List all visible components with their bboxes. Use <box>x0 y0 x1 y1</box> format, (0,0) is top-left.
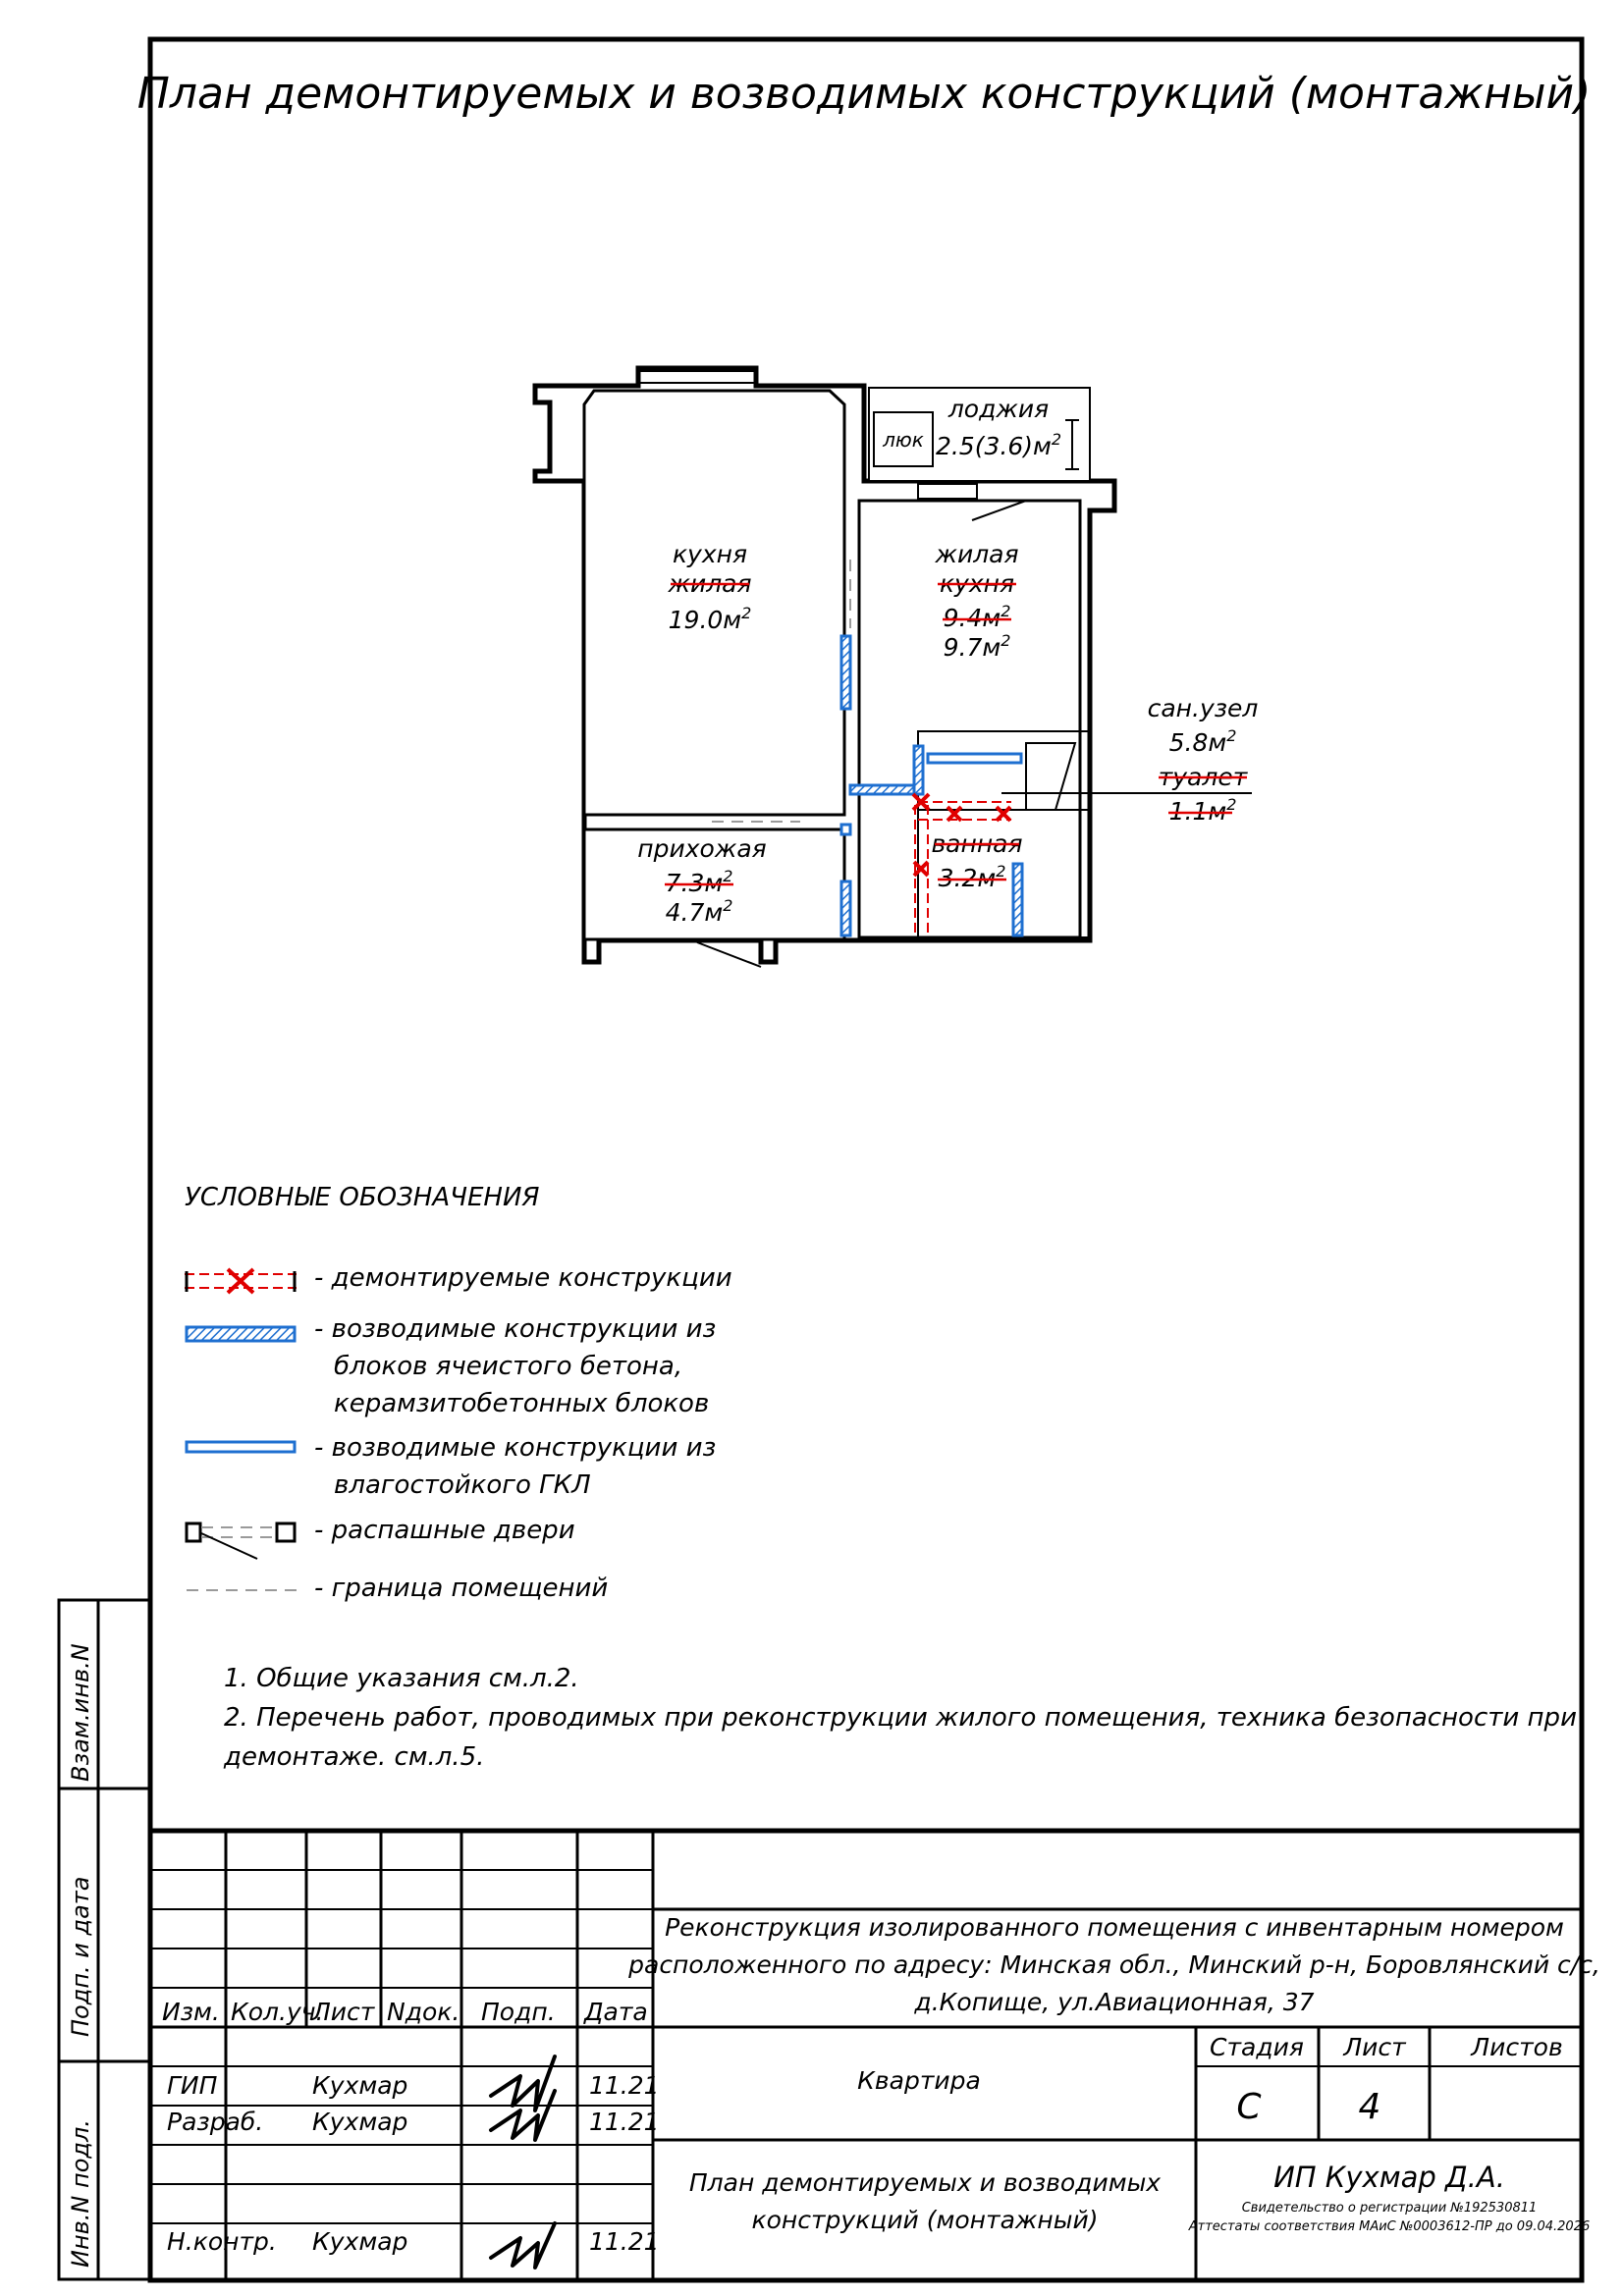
living-old-area: 9.4м2 <box>944 602 1011 632</box>
hall-name: прихожая <box>637 834 766 863</box>
side-stamp-3: Инв.N подл. <box>67 2119 94 2268</box>
hatch-label: люк <box>882 428 924 452</box>
tb-date-3: 11.21 <box>589 2227 660 2256</box>
tb-name-2: Кухмар <box>312 2108 407 2136</box>
legend-text-2a: - возводимые конструкции из <box>314 1314 716 1344</box>
tb-header-change: Изм. <box>162 1998 220 2026</box>
project-line-2: расположенного по адресу: Минская обл., … <box>627 1950 1600 1979</box>
erected-aerated-block-2 <box>848 783 916 796</box>
tb-header-date: Дата <box>583 1998 648 2026</box>
legend-symbol-aerated <box>185 1325 297 1343</box>
page-title: План демонтируемых и возводимых конструк… <box>137 69 1592 119</box>
erected-aerated-block-5 <box>1011 862 1024 937</box>
note-1: 1. Общие указания см.л.2. <box>224 1664 579 1693</box>
hall-old-area: 7.3м2 <box>666 867 733 897</box>
tb-header-sheet: Лист <box>311 1998 376 2026</box>
note-2: 2. Перечень работ, проводимых при реконс… <box>224 1703 1577 1733</box>
note-3: демонтаже. см.л.5. <box>223 1742 484 1772</box>
legend-text-3a: - возводимые конструкции из <box>314 1433 716 1463</box>
side-stamp-1: Взам.инв.N <box>67 1643 94 1782</box>
erected-gkl-1 <box>926 752 1023 765</box>
legend-text-3b: влагостойкого ГКЛ <box>334 1470 591 1500</box>
toilet-old-area: 1.1м2 <box>1169 795 1237 826</box>
loggia-window <box>917 483 978 500</box>
erected-aerated-block-3 <box>912 744 925 796</box>
stage-label: Стадия <box>1210 2033 1304 2061</box>
project-line-3: д.Копище, ул.Авиационная, 37 <box>913 1988 1314 2016</box>
sheet-value: 4 <box>1359 2087 1381 2127</box>
loggia-area: 2.5(3.6)м2 <box>936 430 1061 460</box>
signature-1 <box>489 2055 557 2112</box>
sheets-label: Листов <box>1470 2033 1562 2061</box>
tb-role-2: Разраб. <box>167 2108 263 2136</box>
stage-value: С <box>1236 2087 1262 2127</box>
company-name: ИП Кухмар Д.А. <box>1273 2161 1505 2194</box>
tb-date-1: 11.21 <box>589 2071 660 2100</box>
living-name: жилая <box>934 540 1018 568</box>
loggia-door-swing <box>971 500 1027 521</box>
floor-plan: лоджия 2.5(3.6)м2 люк кухня жилая 19.0м2… <box>532 365 1259 968</box>
bathroom-shaft <box>1025 742 1077 811</box>
kitchen-name: кухня <box>673 540 747 568</box>
demolition-cross-2 <box>946 805 963 823</box>
legend-text-5: - граница помещений <box>314 1574 608 1603</box>
entrance-door-swing <box>696 941 762 968</box>
demolition-cross-3 <box>995 805 1012 823</box>
tb-header-count: Кол.уч. <box>231 1998 323 2026</box>
tb-name-3: Кухмар <box>312 2227 407 2256</box>
drawing-title-2: конструкций (монтажный) <box>751 2206 1098 2234</box>
legend: УСЛОВНЫЕ ОБОЗНАЧЕНИЯ - демонтируемые кон… <box>185 1183 732 1603</box>
side-stamp-2: Подп. и дата <box>67 1877 94 2038</box>
tb-date-2: 11.21 <box>589 2108 660 2136</box>
hatch-box <box>873 411 934 467</box>
notes: 1. Общие указания см.л.2. 2. Перечень ра… <box>223 1664 1577 1772</box>
project-line-1: Реконструкция изолированного помещения с… <box>665 1913 1564 1942</box>
bathroom-area: 5.8м2 <box>1169 726 1237 757</box>
window <box>637 370 757 384</box>
legend-heading: УСЛОВНЫЕ ОБОЗНАЧЕНИЯ <box>185 1183 539 1212</box>
legend-text-2b: блоков ячеистого бетона, <box>334 1352 682 1381</box>
tb-header-sign: Подп. <box>481 1998 556 2026</box>
erected-gkl-2 <box>839 823 852 836</box>
demolition-cross-1 <box>911 792 931 812</box>
bathroom-name: сан.узел <box>1148 694 1259 722</box>
legend-text-2c: керамзитобетонных блоков <box>334 1389 709 1418</box>
erected-aerated-block-4 <box>839 880 852 937</box>
object-name: Квартира <box>857 2066 981 2095</box>
tb-role-1: ГИП <box>167 2071 218 2100</box>
kitchen-area: 19.0м2 <box>669 604 752 634</box>
title-block: Изм. Кол.уч. Лист Nдок. Подп. Дата ГИП К… <box>150 1828 1600 2279</box>
legend-symbol-gkl <box>185 1440 297 1454</box>
tb-header-doc: Nдок. <box>387 1998 460 2026</box>
drawing-title-1: План демонтируемых и возводимых <box>689 2168 1161 2197</box>
legend-text-4: - распашные двери <box>314 1516 575 1545</box>
living-area: 9.7м2 <box>944 631 1011 662</box>
legend-symbol-door <box>185 1522 297 1560</box>
loggia-name: лоджия <box>947 395 1049 423</box>
signature-2 <box>489 2089 557 2142</box>
tb-role-3: Н.контр. <box>167 2227 277 2256</box>
demolition-cross-4 <box>912 860 930 878</box>
legend-text-1: - демонтируемые конструкции <box>314 1263 732 1293</box>
cert-line-1: Свидетельство о регистрации №192530811 <box>1242 2201 1538 2216</box>
outer-frame <box>147 36 1585 2283</box>
cert-line-2: Аттестаты соответствия МАиС №0003612-ПР … <box>1188 2219 1590 2234</box>
hall-area: 4.7м2 <box>666 896 733 927</box>
kitchen-interior <box>582 389 846 817</box>
sheet-label: Лист <box>1342 2033 1407 2061</box>
legend-symbol-demolished <box>185 1267 297 1295</box>
bath-old-area: 3.2м2 <box>939 862 1006 892</box>
erected-aerated-block-1 <box>839 634 852 711</box>
tb-name-1: Кухмар <box>312 2071 407 2100</box>
side-stamps: Взам.инв.N Подп. и дата Инв.N подл. <box>57 1598 152 2281</box>
signature-3 <box>489 2221 557 2269</box>
